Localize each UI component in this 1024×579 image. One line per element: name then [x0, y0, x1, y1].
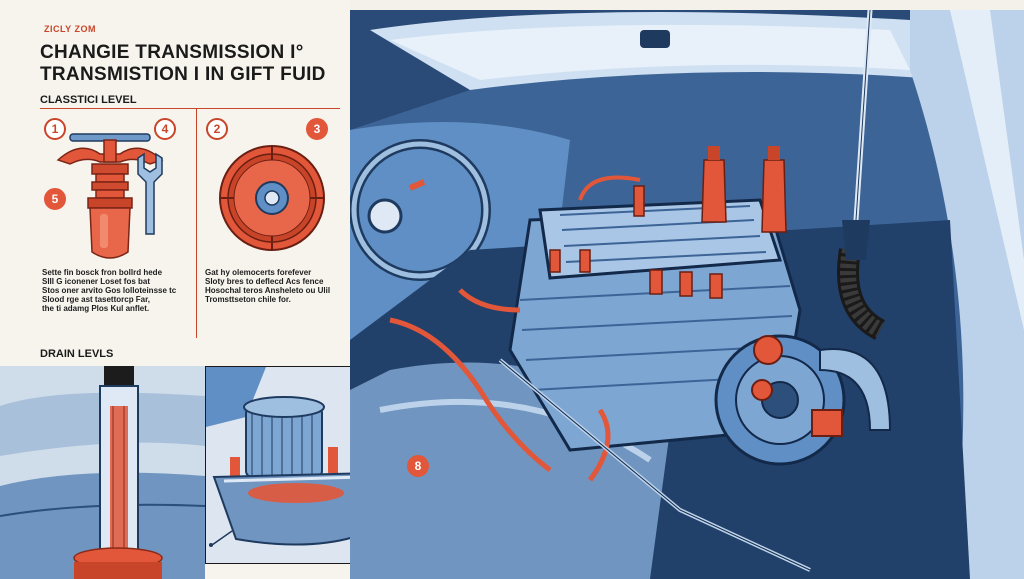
dipstick-inset	[0, 366, 205, 579]
caption-line: SIII G iconener Loset fos bat	[42, 277, 151, 286]
engine-bay-illustration	[350, 10, 1024, 579]
step-badge-5: 5	[44, 188, 66, 210]
pulley-illustration	[214, 140, 334, 260]
column-divider	[196, 108, 197, 338]
caption-line: Stos oner arvito Gos lolloteinsse tc	[42, 286, 177, 295]
step-caption-right: Gat hy olemocerts forefever Sloty bres t…	[205, 268, 330, 304]
caption-line: the ti adamg Plos Kul anflet.	[42, 304, 150, 313]
dipstick-tube-icon	[0, 366, 205, 579]
page-title-line-2: TRANSMISTION I IN GIFT FUID	[40, 64, 326, 85]
caption-line: Hosochal teros Ansheleto ou Ulil	[205, 286, 331, 295]
fluid-pump-icon	[56, 133, 164, 259]
brand-label: ZICLY ZOM	[44, 24, 97, 34]
pulley-icon	[219, 145, 325, 251]
caption-line: Sloty bres to deflecd Acs fence	[205, 277, 324, 286]
page-title-line-1: CHANGIE TRANSMISSION I°	[40, 42, 304, 63]
engine-bay-icon	[350, 10, 1024, 579]
section-subtitle: CLASSTICI LEVEL	[40, 94, 137, 106]
step-badge-1: 1	[44, 118, 66, 140]
fluid-pump-illustration	[50, 130, 190, 270]
step-caption-left: Sette fin bosck fron bollrd hede SIII G …	[42, 268, 176, 313]
step-badge-3: 3	[306, 118, 328, 140]
caption-line: Tromsttseton chile for.	[205, 295, 291, 304]
section-divider	[40, 108, 340, 109]
drain-badge-8: 8	[407, 455, 429, 477]
caption-line: Sette fin bosck fron bollrd hede	[42, 268, 163, 277]
drain-section-title: DRAIN LEVLS	[40, 348, 114, 360]
caption-line: Slood rge ast tasettorcp Far,	[42, 295, 151, 304]
step-badge-2: 2	[206, 118, 228, 140]
caption-line: Gat hy olemocerts forefever	[205, 268, 312, 277]
wrench-illustration	[130, 150, 180, 240]
wrench-icon	[137, 152, 163, 235]
step-badge-4: 4	[154, 118, 176, 140]
